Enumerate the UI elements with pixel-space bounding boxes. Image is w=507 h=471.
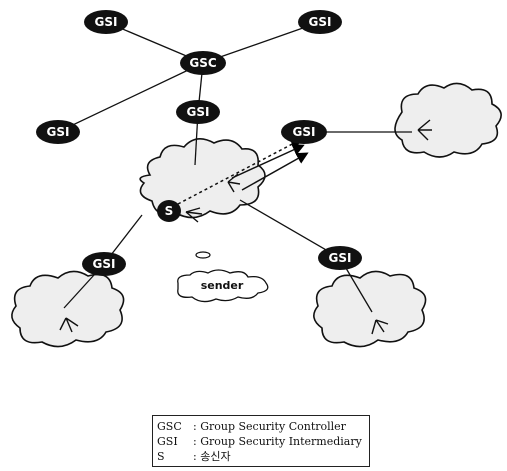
sender-label: sender (201, 279, 244, 292)
network-cloud-upper-right (394, 82, 502, 158)
legend-row: GSI : Group Security Intermediary (153, 434, 369, 449)
svg-text:GSI: GSI (93, 257, 116, 271)
gsc-node: GSC (180, 51, 226, 75)
network-cloud-lower-left (11, 270, 125, 348)
svg-text:GSI: GSI (95, 15, 118, 29)
gsi-node-lower-right: GSI (318, 246, 362, 270)
legend-box: GSC : Group Security Controller GSI : Gr… (152, 415, 370, 467)
svg-text:GSI: GSI (329, 251, 352, 265)
gsi-node-right: GSI (281, 120, 327, 144)
small-cloud-puff (195, 251, 211, 259)
sender-to-gsi-arrows (177, 138, 309, 205)
svg-text:GSI: GSI (187, 105, 210, 119)
network-cloud-center (139, 138, 266, 219)
gsi-node-center: GSI (176, 100, 220, 124)
sender-cloud (177, 269, 269, 303)
gsi-node-top-right: GSI (298, 10, 342, 34)
svg-text:GSI: GSI (293, 125, 316, 139)
legend-row: S : 송신자 (153, 449, 369, 464)
svg-text:S: S (165, 204, 174, 218)
gsi-node-top-left: GSI (84, 10, 128, 34)
gsi-node-lower-left: GSI (82, 252, 126, 276)
legend-abbr: GSI (157, 435, 178, 448)
svg-text:GSC: GSC (189, 56, 216, 70)
legend-row: GSC : Group Security Controller (153, 419, 369, 434)
network-diagram: GSC GSI GSI GSI GSI GSI GSI GSI S sender (11, 10, 502, 348)
legend-description: : Group Security Controller (193, 420, 346, 433)
source-node: S (157, 200, 181, 222)
receiver-arrows (59, 119, 432, 335)
legend-abbr: S (157, 450, 165, 463)
svg-text:GSI: GSI (47, 125, 70, 139)
legend-description: : Group Security Intermediary (193, 435, 362, 448)
legend-abbr: GSC (157, 420, 182, 433)
gsi-node-left: GSI (36, 120, 80, 144)
svg-text:GSI: GSI (309, 15, 332, 29)
legend-description: : 송신자 (193, 450, 231, 463)
